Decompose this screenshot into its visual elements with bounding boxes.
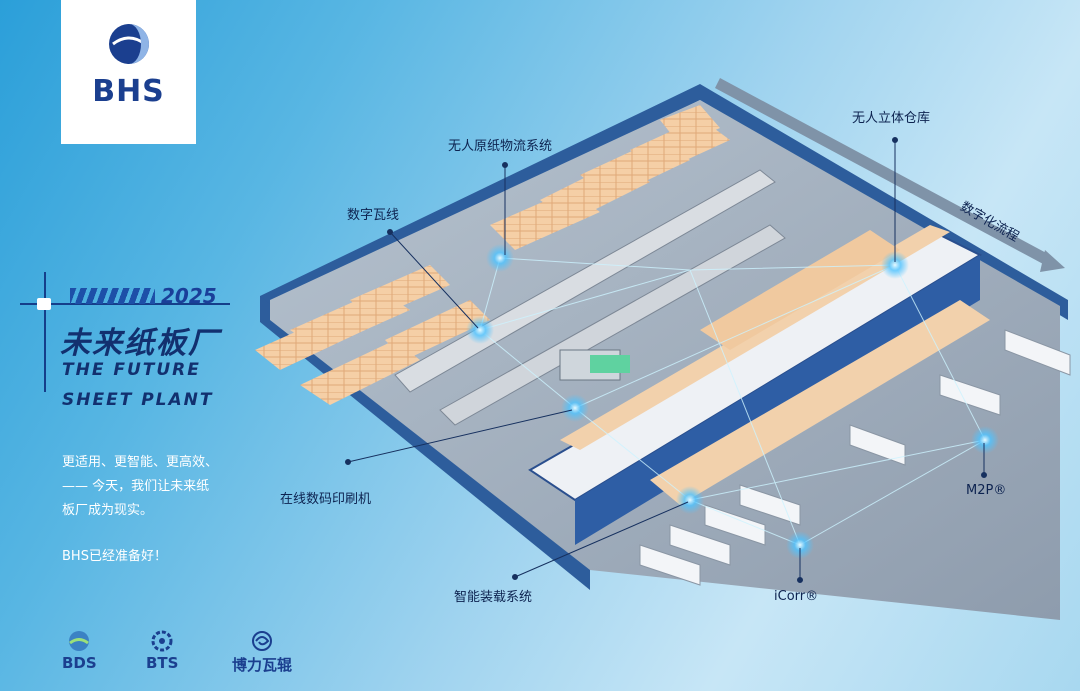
title-en-line2: SHEET PLANT: [62, 390, 214, 410]
callout-loading-system: 智能装载系统: [454, 590, 533, 605]
bts-gear-icon: [151, 630, 173, 652]
callout-inline-printing: 在线数码印刷机: [280, 492, 372, 507]
callout-lines: [345, 137, 987, 583]
title-cross-dot: [37, 298, 51, 310]
brand-corrugating-rolls: 博力瓦辊: [232, 630, 292, 675]
roll-spiral-icon: [252, 631, 272, 651]
globe-icon: [108, 24, 149, 64]
callout-m2p: M2P®: [966, 483, 1007, 498]
intro-line: 板厂成为现实。: [62, 503, 154, 518]
title-cross-horizontal: [20, 303, 230, 305]
automated-warehouse: [528, 225, 990, 545]
digital-flow-arrow: [715, 78, 1065, 272]
bts-label: BTS: [146, 654, 179, 672]
brand-bts: BTS: [146, 630, 178, 672]
intro-line: 更适用、更智能、更高效、: [62, 455, 219, 470]
intro-line: —— 今天，我们让未来纸: [62, 479, 210, 494]
ready-text: BHS已经准备好！: [62, 549, 167, 564]
year-text: 2025: [161, 284, 217, 308]
intro-text: 更适用、更智能、更高效、 —— 今天，我们让未来纸 板厂成为现实。: [62, 451, 262, 523]
logo-text: BHS: [92, 74, 165, 109]
year-row: 2025: [70, 284, 217, 308]
title-zh: 未来纸板厂: [60, 326, 220, 361]
callout-warehouse: 无人立体仓库: [852, 111, 931, 126]
bds-label: BDS: [62, 654, 97, 672]
bhs-logo: BHS: [61, 0, 196, 144]
year-stripes: [70, 288, 155, 304]
bds-logo-icon: [69, 631, 90, 651]
factory-floor: [270, 100, 1060, 620]
callout-digital-corrugator: 数字瓦线: [347, 208, 400, 223]
callout-paper-logistics: 无人原纸物流系统: [448, 139, 553, 154]
callout-icorr: iCorr®: [774, 589, 819, 604]
trucks: [639, 329, 1071, 586]
title-cross-vertical: [44, 272, 46, 392]
brand-bds: BDS: [62, 630, 97, 672]
title-en-line1: THE FUTURE: [62, 360, 201, 380]
paper-roll-stacks: [255, 105, 730, 405]
corrugating-rolls-label: 博力瓦辊: [232, 656, 293, 674]
